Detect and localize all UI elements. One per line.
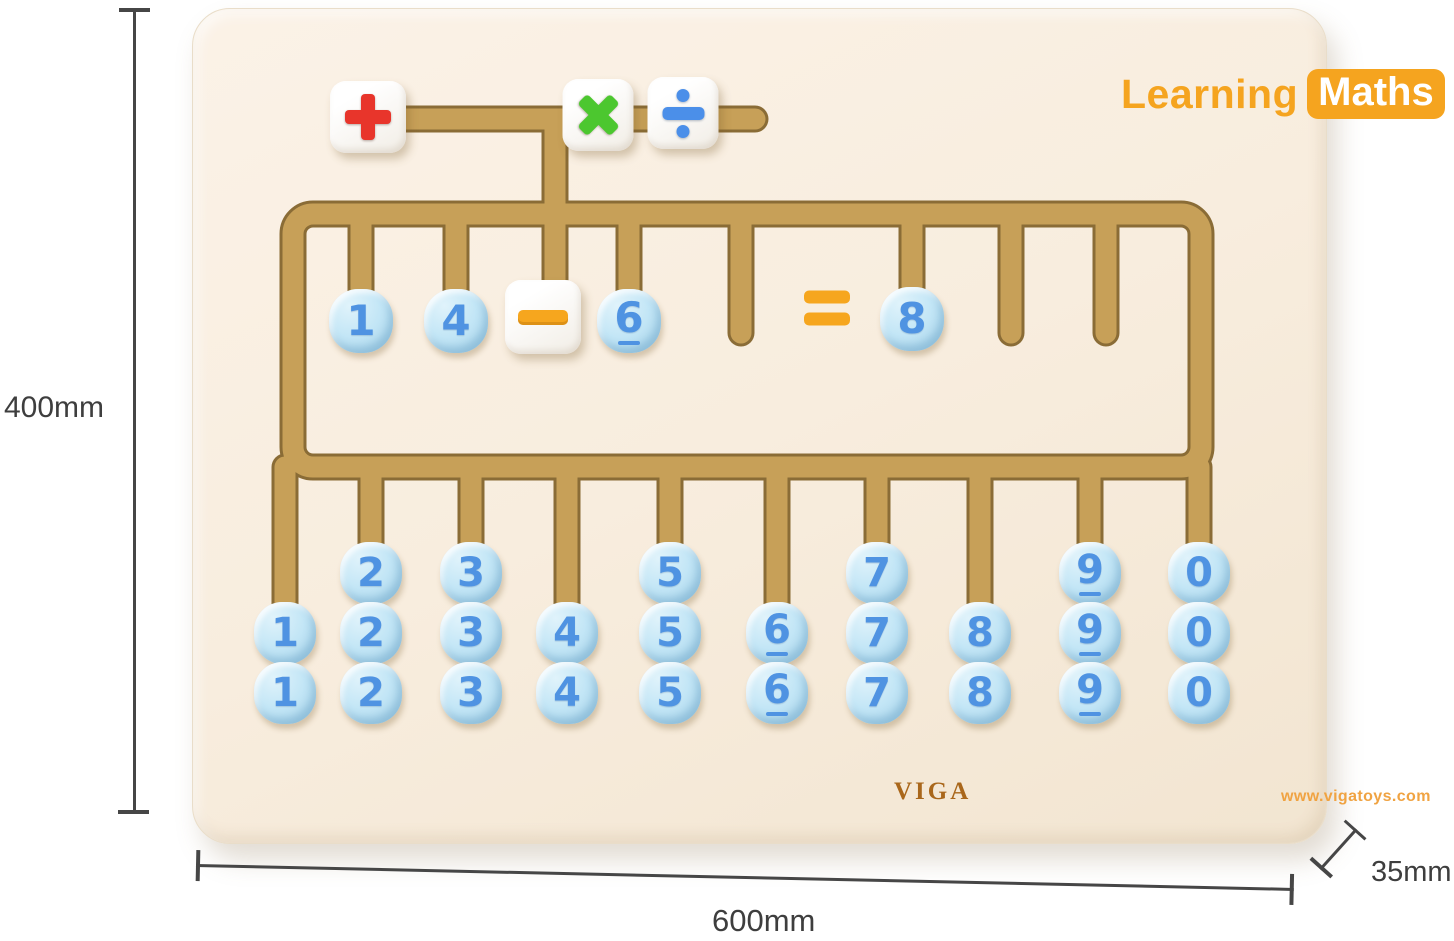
plus-tile[interactable] [330, 81, 406, 153]
height-dimension-top-cap [119, 8, 150, 12]
tile-underline [1079, 652, 1101, 656]
learning-maths-logo: Learning Maths [1121, 69, 1445, 119]
height-dimension-bottom-cap [118, 810, 149, 814]
tile-digit: 0 [1185, 610, 1213, 656]
tile-digit: 3 [457, 670, 485, 716]
minus-icon [518, 309, 568, 325]
number-tile-0[interactable]: 0 [1168, 662, 1230, 724]
website-url: www.vigatoys.com [1281, 788, 1431, 805]
height-dimension-line [133, 9, 136, 812]
tile-digit: 9 [1076, 607, 1104, 653]
tile-underline [766, 712, 788, 716]
width-dimension-rule [195, 864, 1294, 891]
number-tile-0[interactable]: 0 [1168, 542, 1230, 604]
width-dimension-label: 600mm [712, 903, 816, 938]
number-tile-3[interactable]: 3 [440, 602, 502, 664]
number-tile-9[interactable]: 9 [1059, 602, 1121, 664]
board: Learning Maths VIGA www.vigatoys.com 1 4 6… [192, 8, 1445, 844]
tile-digit: 4 [553, 610, 581, 656]
divide-icon [662, 88, 704, 138]
number-tile-7[interactable]: 7 [846, 662, 908, 724]
width-dimension-right-cap [1289, 873, 1295, 905]
tile-digit: 9 [1076, 547, 1104, 593]
logo-learning-text: Learning [1121, 70, 1299, 117]
number-tile-1[interactable]: 1 [329, 289, 393, 353]
number-tile-2[interactable]: 2 [340, 542, 402, 604]
tile-digit: 6 [763, 667, 791, 713]
number-tile-4[interactable]: 4 [536, 662, 598, 724]
tile-digit: 1 [271, 610, 299, 656]
tile-underline [766, 652, 788, 656]
tile-digit: 8 [966, 610, 994, 656]
number-tile-7[interactable]: 7 [846, 602, 908, 664]
number-tile-6[interactable]: 6 [597, 289, 661, 353]
printed-equals-sign [804, 290, 850, 326]
number-tile-8[interactable]: 8 [880, 287, 944, 351]
number-tile-9[interactable]: 9 [1059, 542, 1121, 604]
number-tile-3[interactable]: 3 [440, 542, 502, 604]
tile-digit: 4 [441, 296, 471, 345]
width-dimension-line [195, 850, 1295, 905]
tile-digit: 2 [357, 550, 385, 596]
number-tile-0[interactable]: 0 [1168, 602, 1230, 664]
tile-digit: 2 [357, 610, 385, 656]
tile-digit: 7 [863, 610, 891, 656]
tile-digit: 3 [457, 610, 485, 656]
divide-tile[interactable] [647, 77, 719, 149]
logo-maths-badge: Maths [1307, 69, 1445, 119]
tile-digit: 0 [1185, 670, 1213, 716]
tile-digit: 4 [553, 670, 581, 716]
number-tile-1[interactable]: 1 [254, 602, 316, 664]
minus-tile[interactable] [505, 280, 581, 354]
brand-logo: VIGA [894, 778, 972, 805]
tile-digit: 2 [357, 670, 385, 716]
tile-digit: 3 [457, 550, 485, 596]
depth-dimension-label: 35mm [1371, 856, 1452, 888]
number-tile-1[interactable]: 1 [254, 662, 316, 724]
tile-digit: 5 [656, 610, 684, 656]
number-tile-7[interactable]: 7 [846, 542, 908, 604]
tile-digit: 5 [656, 550, 684, 596]
tile-digit: 7 [863, 670, 891, 716]
number-tile-2[interactable]: 2 [340, 662, 402, 724]
tile-underline [618, 341, 640, 345]
tile-digit: 9 [1076, 667, 1104, 713]
number-tile-5[interactable]: 5 [639, 542, 701, 604]
width-dimension-left-cap [195, 850, 201, 882]
tile-digit: 5 [656, 670, 684, 716]
number-tile-3[interactable]: 3 [440, 662, 502, 724]
number-tile-4[interactable]: 4 [424, 289, 488, 353]
tile-digit: 1 [346, 296, 376, 345]
number-tile-5[interactable]: 5 [639, 662, 701, 724]
tile-underline [1079, 712, 1101, 716]
tile-digit: 8 [897, 294, 927, 343]
number-tile-2[interactable]: 2 [340, 602, 402, 664]
tile-digit: 6 [614, 293, 644, 342]
tile-digit: 7 [863, 550, 891, 596]
number-tile-8[interactable]: 8 [949, 602, 1011, 664]
tile-digit: 1 [271, 670, 299, 716]
number-tile-6[interactable]: 6 [746, 662, 808, 724]
multiply-icon [565, 82, 630, 147]
number-tile-9[interactable]: 9 [1059, 662, 1121, 724]
number-tile-8[interactable]: 8 [949, 662, 1011, 724]
tile-digit: 8 [966, 670, 994, 716]
plus-icon [345, 94, 391, 140]
tile-digit: 0 [1185, 550, 1213, 596]
number-tile-5[interactable]: 5 [639, 602, 701, 664]
height-dimension-label: 400mm [4, 391, 105, 424]
number-tile-6[interactable]: 6 [746, 602, 808, 664]
number-tile-4[interactable]: 4 [536, 602, 598, 664]
tile-digit: 6 [763, 607, 791, 653]
tile-underline [1079, 592, 1101, 596]
multiply-tile[interactable] [562, 79, 634, 151]
